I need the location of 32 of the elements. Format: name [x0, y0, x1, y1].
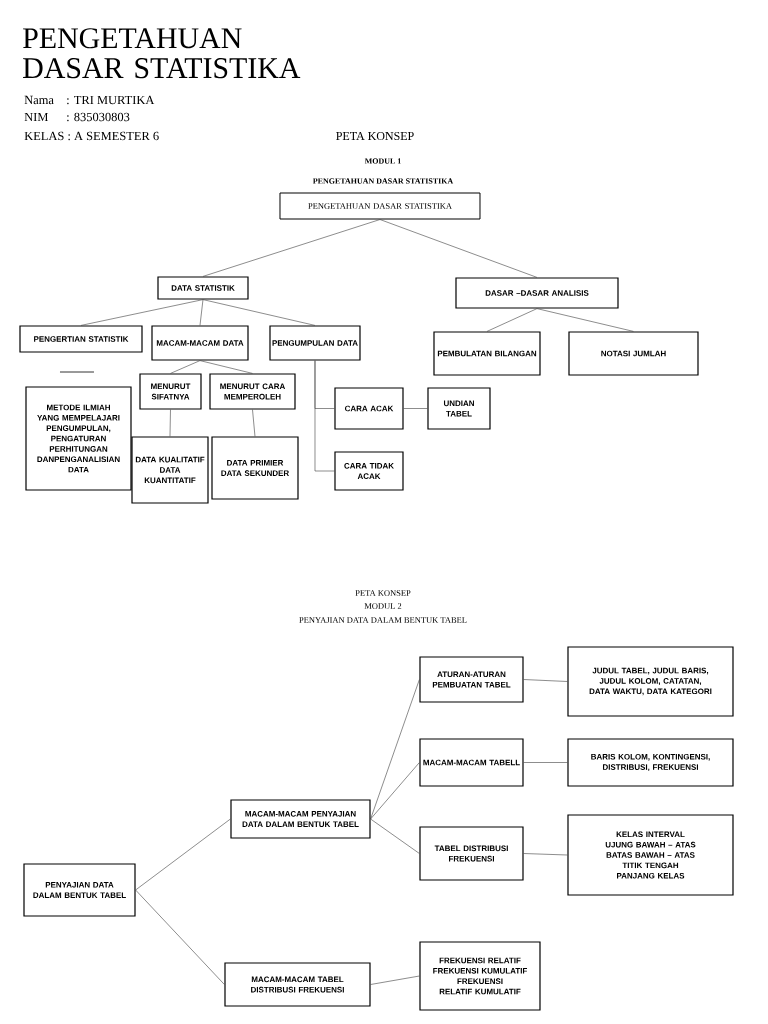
- heading-text: : TRI MURTIKA: [67, 95, 155, 105]
- connector-line: [486, 308, 538, 332]
- connector-line: [379, 219, 538, 278]
- concept-box: PENGETAHUAN DASAR STATISTIKA: [279, 192, 481, 220]
- connector-line: [199, 299, 204, 326]
- connector-line: [523, 762, 568, 763]
- connector-line: [135, 889, 225, 985]
- connector-line: [403, 408, 428, 409]
- heading-text: PETA KONSEP: [336, 132, 414, 140]
- heading-text: PENYAJIAN DATA DALAM BENTUK TABEL: [299, 617, 467, 623]
- connector-line: [370, 975, 420, 985]
- connector-line: [370, 818, 420, 854]
- heading-text: PETA KONSEP: [355, 590, 411, 596]
- connector-line: [135, 818, 231, 891]
- connector-line: [80, 299, 204, 326]
- connector-line: [314, 360, 335, 472]
- connector-line: [370, 679, 420, 820]
- heading-text: MODUL 2: [364, 603, 402, 609]
- connector-line: [202, 299, 316, 326]
- connector-line: [536, 308, 634, 332]
- connector-line: [202, 219, 381, 277]
- heading-text: KELAS : A SEMESTER 6: [24, 131, 159, 141]
- connector-line: [523, 853, 568, 856]
- connector-line: [252, 409, 256, 437]
- title: PENGETAHUAN DASAR STATISTIKA: [23, 28, 301, 79]
- connector-line: [523, 679, 568, 682]
- connector-line: [170, 360, 201, 374]
- connector-line: [370, 762, 420, 820]
- heading-text: Nama: [24, 95, 54, 105]
- connector-line: [169, 409, 171, 437]
- heading-text: NIM: [24, 112, 49, 122]
- heading-text: : 835030803: [67, 112, 130, 122]
